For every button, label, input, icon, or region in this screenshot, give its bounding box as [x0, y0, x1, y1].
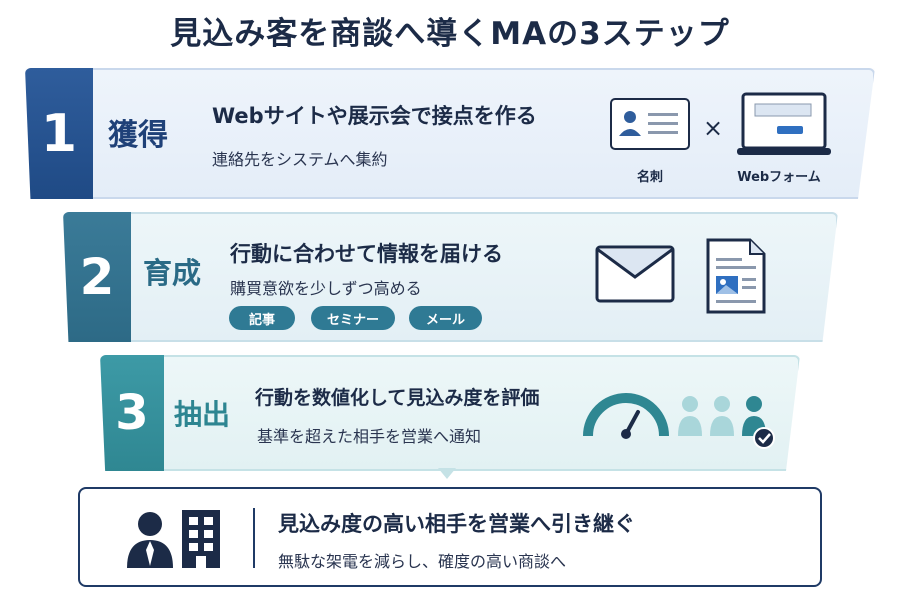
result-divider [253, 508, 255, 568]
web-form-icon [737, 92, 831, 155]
step-1-label: 獲得 [108, 118, 168, 153]
step-1-description: 連絡先をシステムへ集約 [212, 150, 388, 169]
step-2-label: 育成 [143, 256, 202, 290]
step-1-number: 1 [25, 68, 93, 199]
tag-article: 記事 [229, 306, 295, 330]
result-box [78, 487, 822, 587]
result-description: 無駄な架電を減らし、確度の高い商談へ [278, 552, 567, 571]
step-1-band [25, 68, 875, 199]
step-3-label: 抽出 [174, 398, 231, 431]
gauge-icon [583, 393, 669, 439]
document-icon [706, 238, 766, 314]
step-1-headline: Webサイトや展示会で接点を作る [212, 104, 537, 128]
tag-mail: メール [409, 306, 482, 330]
building-icon [182, 510, 220, 568]
step-3-headline: 行動を数値化して見込み度を評価 [255, 387, 540, 409]
envelope-icon [595, 245, 675, 303]
business-card-caption: 名刺 [636, 170, 663, 185]
business-card-icon [610, 98, 690, 150]
step-2-description: 購買意欲を少しずつ高める [230, 279, 422, 298]
people-check-icon [678, 396, 775, 449]
times-symbol: × [703, 114, 724, 142]
step-2-headline: 行動に合わせて情報を届ける [230, 242, 503, 266]
result-headline: 見込み度の高い相手を営業へ引き継ぐ [278, 512, 635, 536]
tag-seminar: セミナー [311, 306, 395, 330]
salesperson-icon [127, 512, 173, 568]
web-form-caption: Webフォーム [737, 170, 821, 185]
step-3-description: 基準を超えた相手を営業へ通知 [257, 427, 482, 446]
step-2-number: 2 [63, 212, 131, 342]
diagram-title: 見込み客を商談へ導くMAの3ステップ [170, 16, 730, 52]
flow-arrow [438, 468, 456, 479]
step-3-number: 3 [100, 355, 164, 471]
